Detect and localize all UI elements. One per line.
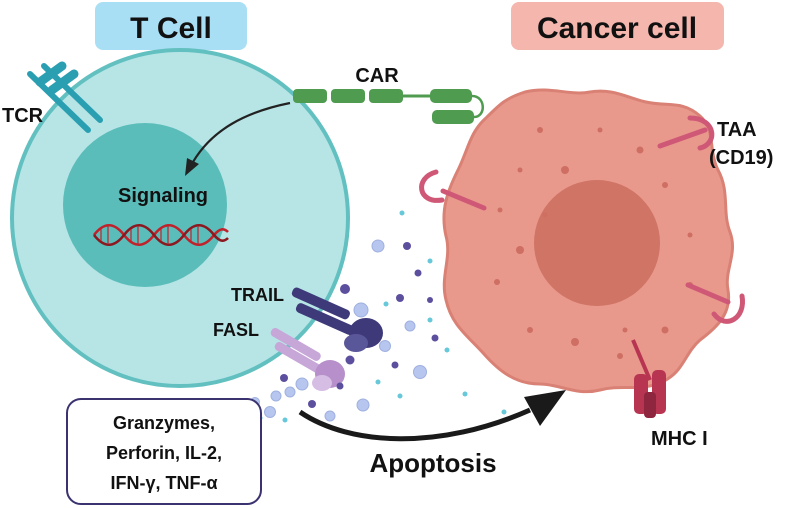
t-cell: Signaling — [10, 48, 350, 388]
tcr-receptor-icon — [27, 61, 103, 133]
car-label: CAR — [355, 65, 399, 87]
apoptosis-label: Apoptosis — [369, 448, 496, 478]
cytokine-line-3: IFN-γ, TNF-α — [110, 473, 217, 493]
cytokine-line-2: Perforin, IL-2, — [106, 443, 222, 463]
mhc-i-icon — [631, 339, 666, 418]
cytokine-line-1: Granzymes, — [113, 413, 215, 433]
car-construct-icon: CAR — [293, 65, 484, 124]
mhc-i-label: MHC I — [651, 428, 708, 450]
taa-cd19-label: (CD19) — [709, 147, 773, 169]
t-cell-title-badge: T Cell — [95, 2, 247, 50]
cancer-cell — [442, 88, 735, 394]
t-cell-title: T Cell — [130, 12, 212, 45]
trail-ligand-icon — [291, 287, 383, 352]
t-cell-nucleus — [63, 123, 227, 287]
cytokine-list-box: Granzymes, Perforin, IL-2, IFN-γ, TNF-α — [66, 398, 262, 505]
fasl-label: FASL — [213, 320, 259, 340]
taa-receptor-icon — [419, 115, 745, 324]
cancer-cell-title-badge: Cancer cell — [511, 2, 724, 50]
signaling-label: Signaling — [118, 185, 208, 207]
cancer-cell-title: Cancer cell — [537, 12, 697, 45]
signal-arrow — [185, 101, 291, 176]
apoptosis-arrow — [298, 390, 566, 442]
trail-label: TRAIL — [231, 285, 284, 305]
dna-helix-icon — [92, 223, 229, 247]
tcr-label: TCR — [2, 105, 44, 127]
cancer-cell-nucleus — [534, 180, 660, 306]
taa-label: TAA — [717, 119, 757, 141]
fasl-ligand-icon — [270, 328, 345, 391]
